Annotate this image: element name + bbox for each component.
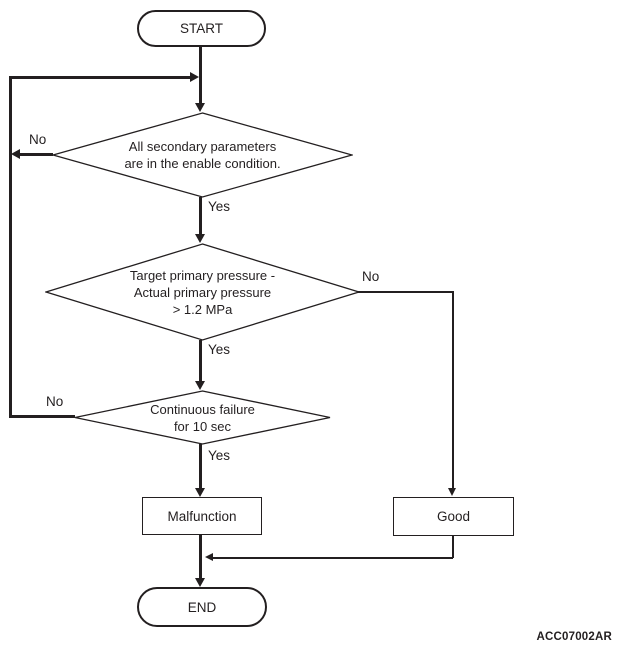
label-decision1-yes: Yes [207, 199, 232, 214]
arrowhead-into-good [448, 488, 456, 496]
edge-loop-vertical [9, 76, 12, 418]
edge-start-to-decision1 [199, 46, 202, 104]
diamond-shape [45, 243, 360, 341]
edge-decision2-no-horizontal [358, 291, 454, 293]
decision-pressure-difference-label: Target primary pressure - Actual primary… [129, 267, 276, 317]
edge-good-to-merge [213, 557, 453, 559]
edge-decision3-yes [199, 444, 202, 489]
edge-decision1-yes [199, 197, 202, 235]
arrowhead-good-into-mainline [205, 553, 213, 561]
arrowhead-into-malfunction [195, 488, 205, 497]
diamond-shape [74, 390, 331, 445]
decision-continuous-failure: Continuous failure for 10 sec [74, 390, 331, 445]
edge-decision1-no [20, 153, 53, 156]
label-decision1-no: No [28, 132, 48, 147]
arrowhead-into-end [195, 578, 205, 587]
arrowhead-decision1-no [11, 149, 20, 159]
decision-secondary-parameters-label: All secondary parameters are in the enab… [124, 139, 281, 171]
edge-decision2-no-vertical [452, 291, 454, 489]
arrowhead-into-decision1 [195, 103, 205, 112]
figure-id: ACC07002AR [536, 631, 612, 643]
diamond-shape [52, 112, 353, 198]
label-decision3-yes: Yes [207, 448, 232, 463]
start-node: START [137, 10, 266, 47]
label-decision2-yes: Yes [207, 342, 232, 357]
arrowhead-loop-into-mainline [190, 72, 199, 82]
decision-secondary-parameters: All secondary parameters are in the enab… [52, 112, 353, 198]
label-decision2-no: No [361, 269, 381, 284]
good-node: Good [393, 497, 514, 536]
edge-loop-top [9, 76, 190, 79]
edge-decision2-yes [199, 340, 202, 382]
arrowhead-into-decision2 [195, 234, 205, 243]
end-node: END [137, 587, 267, 627]
label-decision3-no: No [45, 394, 65, 409]
edge-decision3-no [9, 415, 75, 418]
decision-continuous-failure-label: Continuous failure for 10 sec [150, 401, 255, 434]
arrowhead-into-decision3 [195, 381, 205, 390]
edge-malfunction-to-end [199, 535, 202, 579]
edge-good-down [452, 536, 454, 558]
malfunction-node: Malfunction [142, 497, 262, 535]
decision-pressure-difference: Target primary pressure - Actual primary… [45, 243, 360, 341]
